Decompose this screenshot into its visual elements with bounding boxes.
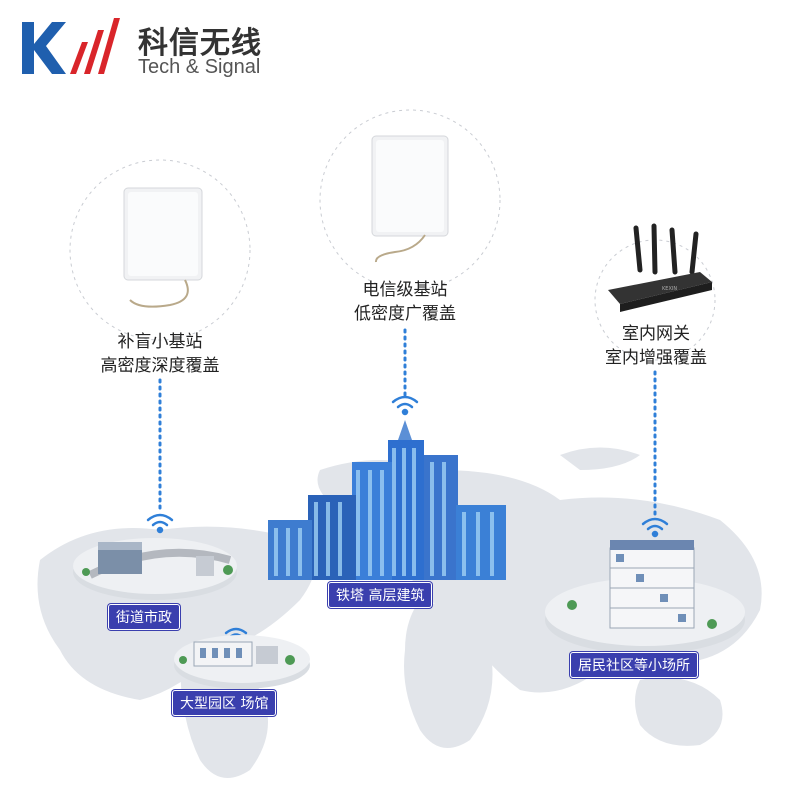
wifi-icon [391,395,419,416]
panel-antenna-large [371,135,449,263]
logo-icon [22,18,120,74]
caption-line: 电信级基站 [362,280,448,300]
caption-line: 室内网关 [622,324,690,344]
city-skyline [268,420,506,580]
device-caption-gateway: 室内网关 室内增强覆盖 [582,322,730,370]
street-scene [73,538,237,600]
wifi-icon [641,517,669,538]
park-scene [174,635,310,689]
coverage-ring [69,159,251,341]
caption-line: 补盲小基站 [117,332,203,352]
signal-connectors [158,328,657,520]
scene-tag-residential: 居民社区等小场所 [570,652,698,678]
coverage-ring [319,109,501,291]
brand-name-en: Tech & Signal [138,56,261,78]
scene-tag-park: 大型园区 场馆 [172,690,277,716]
scene-tag-street: 街道市政 [108,604,180,630]
router-device: KEXIN [608,223,712,312]
wifi-icon [146,513,174,534]
panel-antenna-small [123,187,203,308]
caption-line: 低密度广覆盖 [354,304,456,324]
caption-line: 高密度深度覆盖 [100,356,220,376]
brand-name-cn: 科信无线 [138,26,262,61]
residential-scene [545,540,745,654]
device-caption-carrier: 电信级基站 低密度广覆盖 [330,278,480,326]
scene-tag-tower: 铁塔 高层建筑 [328,582,433,608]
caption-line: 室内增强覆盖 [605,348,707,368]
router-brand-text: KEXIN [662,286,677,292]
device-caption-small-cell: 补盲小基站 高密度深度覆盖 [78,330,242,378]
